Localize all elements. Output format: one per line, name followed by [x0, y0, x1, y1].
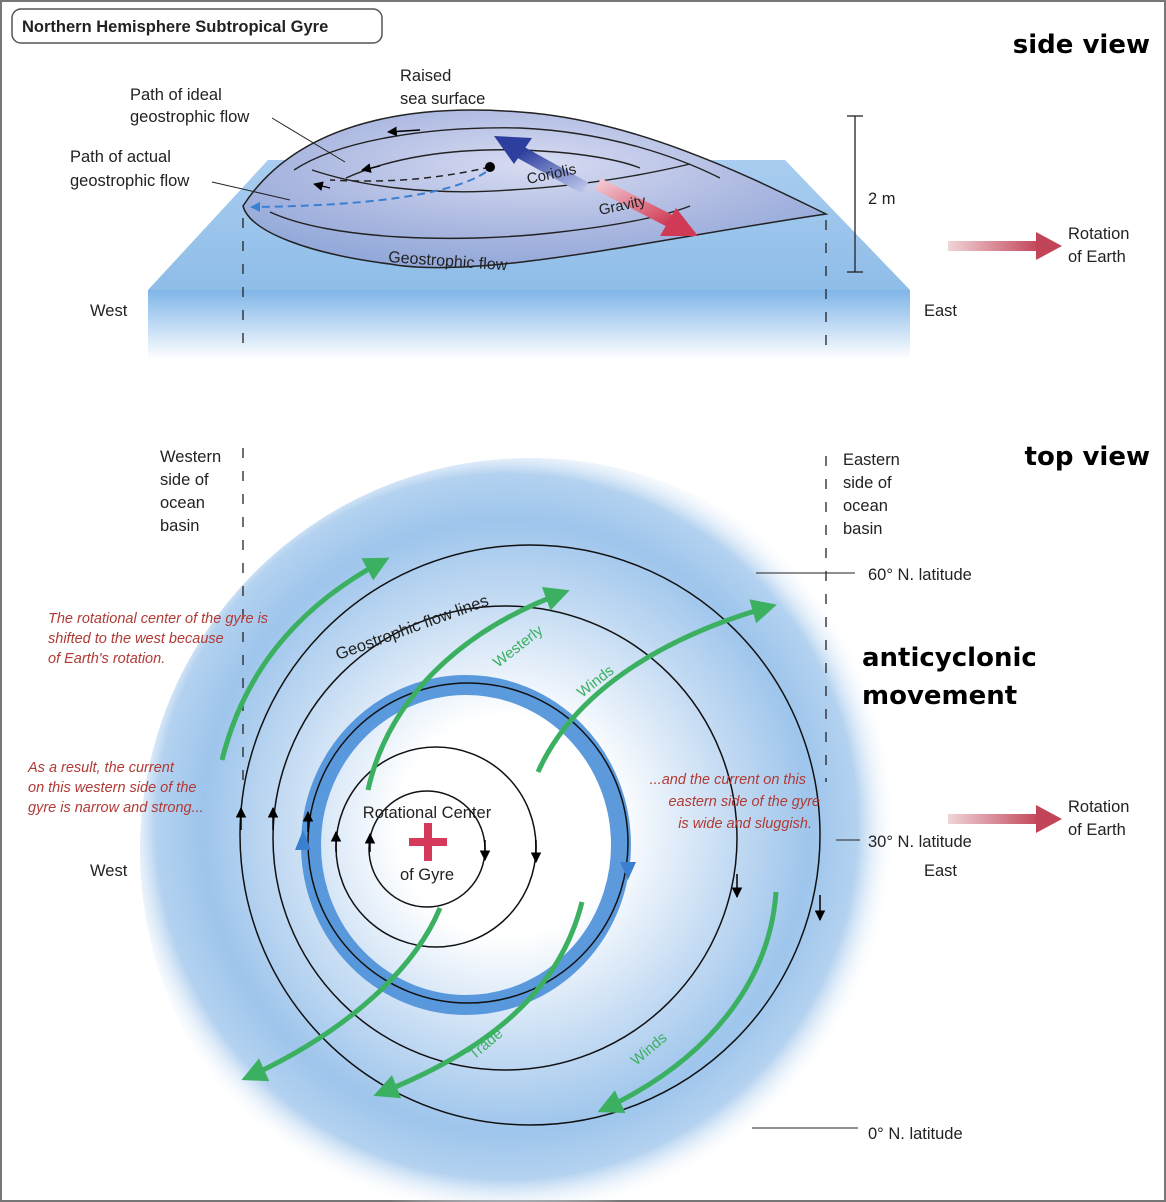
lat-60-label: 60° N. latitude: [868, 566, 972, 584]
origin-dot: [485, 162, 495, 172]
western-side-label-4: basin: [160, 517, 199, 535]
top-rotation-label-1: Rotation: [1068, 798, 1129, 816]
eastern-side-label-4: basin: [843, 520, 882, 538]
ideal-flow-leader: [271, 117, 346, 163]
side-rotation-label-1: Rotation: [1068, 225, 1129, 243]
flow-arrow: [313, 181, 331, 191]
gravity-arrowhead: [660, 208, 698, 236]
side-view-heading: side view: [1013, 30, 1150, 60]
flow-line: [293, 127, 721, 179]
ideal-flow-label-1: Path of ideal: [130, 86, 222, 104]
ideal-flow-path: [329, 166, 491, 182]
top-view-heading: top view: [1025, 442, 1150, 472]
top-west-label: West: [90, 862, 128, 880]
gyre-current-band: [301, 675, 631, 1015]
wind-arrow: [535, 599, 777, 774]
western-side-label-2: side of: [160, 471, 209, 489]
raised-surface-label-1: Raised: [400, 67, 451, 85]
actual-flow-leader: [211, 181, 291, 201]
anticyclonic-label-2: movement: [862, 681, 1017, 711]
wind-arrow: [597, 891, 779, 1113]
note-center-3: of Earth's rotation.: [48, 651, 165, 667]
actual-flow-label-1: Path of actual: [70, 148, 171, 166]
current-arrow-west: [295, 830, 311, 850]
lat-30-label: 30° N. latitude: [868, 833, 972, 851]
wind-arrow: [365, 587, 570, 791]
current-arrow-east: [620, 862, 636, 880]
anticyclonic-label-1: anticyclonic: [862, 643, 1037, 673]
note-center-2: shifted to the west because: [48, 631, 224, 647]
side-rotation-arrow: [948, 232, 1062, 260]
diagram-title: Northern Hemisphere Subtropical Gyre: [22, 18, 328, 36]
top-rotation-arrow: [948, 805, 1062, 833]
top-view: Westerly Winds Trade Winds Geostrophic f…: [27, 448, 1129, 1202]
ocean-front-face: [148, 290, 910, 360]
western-side-label-3: ocean: [160, 494, 205, 512]
western-side-label-1: Western: [160, 448, 221, 466]
side-rotation-label-2: of Earth: [1068, 248, 1126, 266]
height-label: 2 m: [868, 190, 896, 208]
note-east-3: is wide and sluggish.: [678, 816, 812, 832]
flow-line: [311, 163, 691, 193]
center-label-1: Rotational Center: [363, 804, 492, 822]
side-view: Coriolis Gravity Geostrophic flow Raised…: [70, 67, 1129, 360]
side-east-label: East: [924, 302, 957, 320]
top-rotation-label-2: of Earth: [1068, 821, 1126, 839]
coriolis-arrowhead: [494, 136, 532, 164]
coriolis-arrow-shaft: [516, 146, 589, 194]
gravity-arrow-shaft: [595, 178, 675, 228]
eastern-side-label-1: Eastern: [843, 451, 900, 469]
ideal-flow-label-2: geostrophic flow: [130, 108, 249, 126]
note-west-1: As a result, the current: [27, 760, 175, 776]
side-west-label: West: [90, 302, 128, 320]
title-box: Northern Hemisphere Subtropical Gyre: [11, 8, 383, 44]
actual-flow-label-2: geostrophic flow: [70, 172, 189, 190]
wind-arrow: [241, 907, 443, 1082]
note-west-3: gyre is narrow and strong...: [28, 800, 204, 816]
rotational-center-marker: [409, 823, 447, 861]
flow-circle-outer: [239, 544, 821, 1126]
flow-arrow: [387, 126, 421, 137]
eastern-side-label-3: ocean: [843, 497, 888, 515]
center-label-2: of Gyre: [400, 866, 454, 884]
eastern-side-label-2: side of: [843, 474, 892, 492]
actual-flow-path: [250, 171, 487, 212]
flow-arrow: [361, 163, 381, 173]
note-east-2: eastern side of the gyre: [668, 794, 820, 810]
height-bracket: [847, 115, 863, 273]
flow-circle-2: [272, 605, 738, 1071]
lat-0-label: 0° N. latitude: [868, 1125, 963, 1143]
note-west-2: on this western side of the: [28, 780, 196, 796]
note-east-1: ...and the current on this: [650, 772, 806, 788]
raised-surface-label-2: sea surface: [400, 90, 485, 108]
wind-arrow: [219, 557, 390, 761]
top-east-label: East: [924, 862, 957, 880]
wind-arrow: [373, 901, 585, 1099]
note-center-1: The rotational center of the gyre is: [48, 611, 268, 627]
